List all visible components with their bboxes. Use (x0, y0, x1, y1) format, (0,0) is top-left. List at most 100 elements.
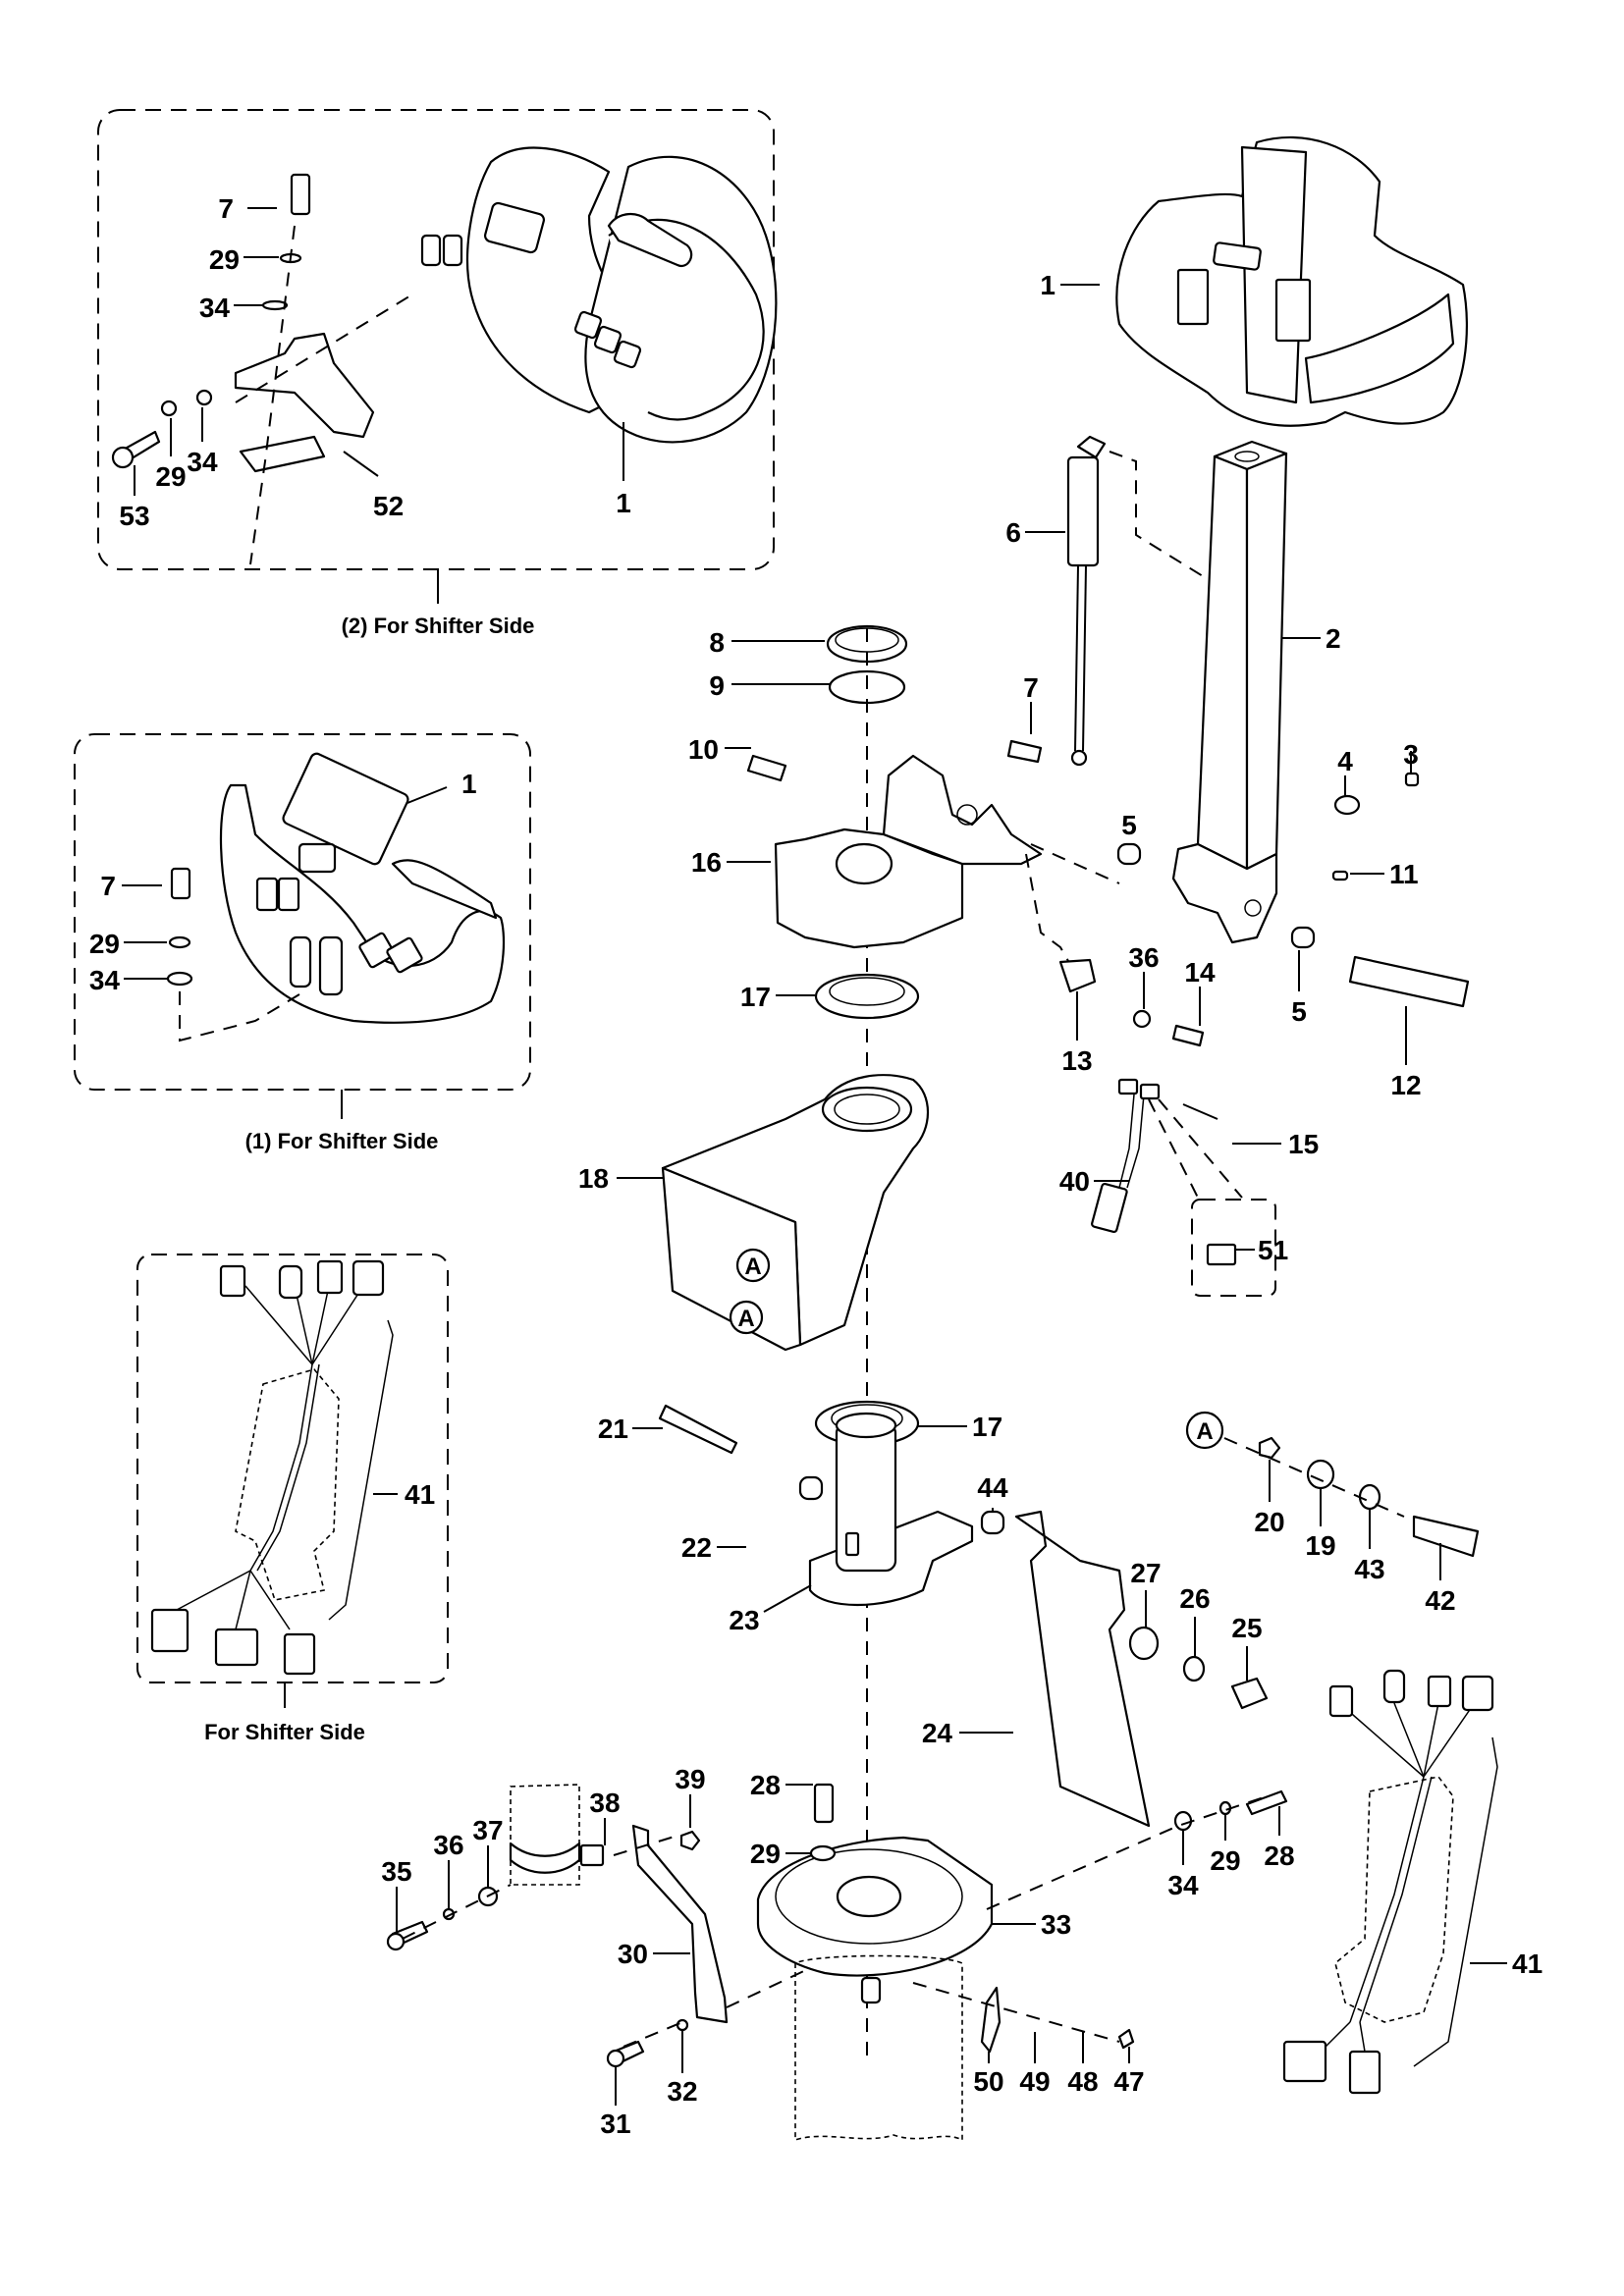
tiller-handle-part (219, 752, 506, 1024)
callout-29: 29 (89, 929, 120, 959)
washer-part (1306, 1459, 1335, 1490)
inset-caption: (2) For Shifter Side (342, 614, 535, 638)
callout-31: 31 (600, 2109, 630, 2139)
bushing-part (1116, 842, 1142, 866)
washer-part (168, 935, 191, 949)
king-pin-part (808, 1412, 974, 1607)
callout-41: 41 (1512, 1949, 1543, 1979)
callout-43: 43 (1354, 1554, 1384, 1584)
callout-labels: 28 29 39 38 37 36 35 30 33 34 29 28 32 (381, 1764, 1543, 2139)
washer-part (166, 971, 193, 987)
key-part (844, 1531, 860, 1557)
callout-labels: 18 15 40 51 21 17 20 19 43 42 22 44 23 (578, 1129, 1456, 1748)
callout-1: 1 (461, 769, 477, 799)
callout-52: 52 (373, 491, 404, 521)
callout-30: 30 (618, 1939, 648, 1969)
callout-13: 13 (1061, 1045, 1092, 1076)
motor-outline (794, 1954, 963, 2142)
micro-switch-part (1206, 1243, 1237, 1266)
link-arm-part (1014, 1510, 1151, 1828)
callout-1: 1 (616, 488, 631, 518)
callout-39: 39 (675, 1764, 705, 1794)
callout-5: 5 (1121, 810, 1137, 840)
washer-part (195, 389, 213, 406)
callout-29: 29 (1210, 1845, 1240, 1876)
nut-part (679, 1830, 701, 1851)
screw-part (1117, 2028, 1135, 2050)
callout-51: 51 (1258, 1235, 1288, 1265)
callout-5: 5 (1291, 996, 1307, 1027)
wiring-harness-part (1282, 1669, 1498, 2095)
bolt-part (1006, 739, 1043, 764)
steering-base-part (774, 754, 1043, 949)
bearing-part (814, 973, 920, 1020)
callout-18: 18 (578, 1163, 609, 1194)
callout-29: 29 (155, 461, 186, 492)
bolt-part (170, 867, 191, 900)
callout-37: 37 (472, 1815, 503, 1845)
callout-29: 29 (209, 244, 240, 275)
callout-41: 41 (405, 1479, 435, 1510)
washer-part (1182, 1655, 1206, 1682)
washer-part (1128, 1626, 1160, 1661)
callout-26: 26 (1179, 1583, 1210, 1614)
inset-shifter-side-1: (1) For Shifter Side 1 7 29 34 (74, 733, 531, 1153)
callout-12: 12 (1390, 1070, 1421, 1100)
mounting-bracket-part (661, 1074, 930, 1352)
sensor-part (980, 1986, 1001, 2054)
ref-mark-label: A (737, 1306, 754, 1332)
gas-spring-part (1066, 435, 1107, 767)
callout-7: 7 (100, 871, 116, 901)
callout-34: 34 (1167, 1870, 1199, 1900)
callout-9: 9 (709, 670, 725, 701)
callout-15: 15 (1288, 1129, 1319, 1159)
bolt-part (290, 173, 311, 216)
inset-caption: For Shifter Side (204, 1720, 365, 1744)
tiller-handle-part (1115, 135, 1469, 427)
main-assembly-bottom: 28 29 39 38 37 36 35 30 33 34 29 28 32 (381, 1669, 1543, 2142)
callout-labels: 1 6 2 8 9 7 10 4 3 5 16 11 17 36 (688, 270, 1422, 1100)
inset-frame (74, 733, 531, 1091)
callout-17: 17 (740, 982, 771, 1012)
callout-4: 4 (1337, 746, 1353, 776)
callout-34: 34 (89, 965, 121, 995)
callout-28: 28 (1264, 1841, 1294, 1871)
pin-part (1182, 1103, 1218, 1120)
callout-20: 20 (1254, 1507, 1284, 1537)
steering-column-part (1171, 440, 1288, 944)
callout-22: 22 (681, 1532, 712, 1563)
callout-7: 7 (218, 193, 234, 224)
switch-harness-part (1091, 1078, 1161, 1234)
callout-labels: 1 7 29 34 (89, 769, 477, 995)
callout-50: 50 (973, 2066, 1003, 2097)
washer-part (1132, 1009, 1152, 1029)
bolt-part (658, 1404, 738, 1455)
callout-7: 7 (1023, 672, 1039, 703)
bolt-part (1245, 1789, 1288, 1816)
nut-part (1230, 1677, 1269, 1710)
callout-47: 47 (1113, 2066, 1144, 2097)
main-assembly-middle: A A (578, 1074, 1480, 1828)
bolt-part (813, 1783, 835, 1824)
callout-8: 8 (709, 627, 725, 658)
inset-shifter-side-2: (2) For Shifter Side 7 (97, 109, 778, 638)
callout-24: 24 (922, 1718, 953, 1748)
steering-base-plate-part (756, 1836, 994, 1977)
callout-11: 11 (1389, 859, 1419, 889)
callout-14: 14 (1184, 957, 1216, 988)
callout-3: 3 (1403, 739, 1419, 770)
pin-part (1348, 955, 1470, 1008)
callout-10: 10 (688, 734, 719, 765)
callout-29: 29 (750, 1839, 781, 1869)
pin-part (1331, 870, 1349, 881)
main-assembly-top: 1 6 2 8 9 7 10 4 3 5 16 11 17 36 (688, 135, 1470, 2061)
callout-32: 32 (667, 2076, 697, 2107)
bracket-part (234, 332, 375, 439)
callout-42: 42 (1425, 1585, 1455, 1616)
callout-25: 25 (1231, 1613, 1262, 1643)
callout-labels: 7 29 34 53 29 34 52 1 (119, 193, 630, 531)
bushing-part (1290, 926, 1316, 949)
nut-part (160, 400, 178, 417)
callout-28: 28 (750, 1770, 781, 1800)
